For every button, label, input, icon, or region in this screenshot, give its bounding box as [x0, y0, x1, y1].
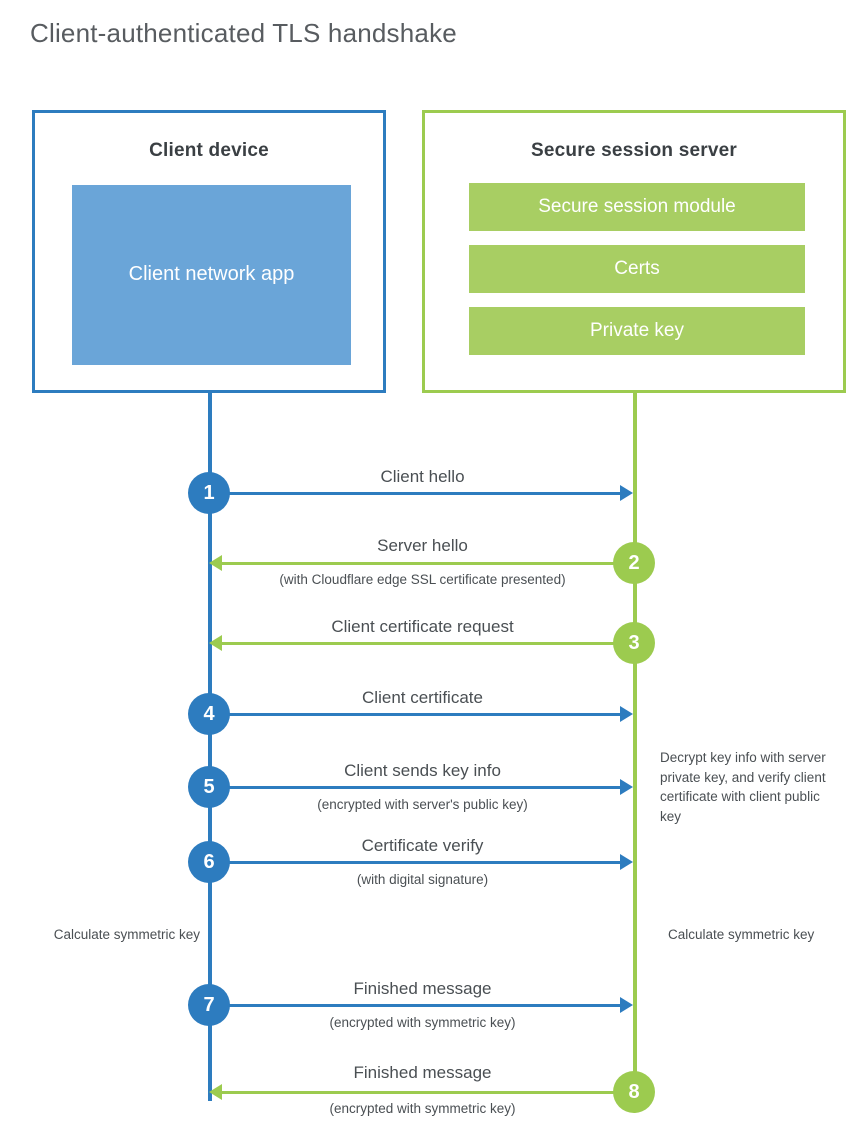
step-6-arrow-head	[620, 854, 633, 870]
step-5-arrow-line	[210, 786, 622, 789]
step-8-arrow-line	[222, 1091, 635, 1094]
step-3-arrow-head	[209, 635, 222, 651]
page-title: Client-authenticated TLS handshake	[30, 18, 457, 48]
step-5-arrow-head	[620, 779, 633, 795]
client-calculate-symmetric-key-note: Calculate symmetric key	[53, 927, 200, 942]
step-1-arrow-line	[210, 492, 622, 495]
step-7-arrow-line	[210, 1004, 622, 1007]
server-block-private-key: Private key	[469, 307, 805, 355]
client-network-app-block: Client network app	[72, 185, 351, 365]
step-2-label: Server hello	[377, 536, 468, 555]
step-7-label: Finished message	[353, 979, 492, 998]
step-7-circle[interactable]: 7	[188, 984, 230, 1026]
step-4-arrow-head	[620, 706, 633, 722]
step-5-circle[interactable]: 5	[188, 766, 230, 808]
step-7-sub: (encrypted with symmetric key)	[329, 1015, 516, 1030]
server-block-certs: Certs	[469, 245, 805, 293]
step-1-circle[interactable]: 1	[188, 472, 230, 514]
step-4-label: Client certificate	[362, 688, 483, 707]
step-7-arrow-head	[620, 997, 633, 1013]
client-lifeline	[208, 391, 212, 1101]
step-6-circle[interactable]: 6	[188, 841, 230, 883]
step-5-label: Client sends key info	[344, 761, 501, 780]
step-3-label: Client certificate request	[331, 617, 514, 636]
step-3-arrow-line	[222, 642, 635, 645]
step-5-sub: (encrypted with server's public key)	[317, 797, 528, 812]
step-4-arrow-line	[210, 713, 622, 716]
step-8-arrow-head	[209, 1084, 222, 1100]
step-2-sub: (with Cloudflare edge SSL certificate pr…	[279, 572, 566, 587]
server-decrypt-note: Decrypt key info with server private key…	[660, 750, 826, 824]
step-2-arrow-head	[209, 555, 222, 571]
client-device-box: Client device Client network app	[32, 110, 386, 393]
server-block-secure-session-module: Secure session module	[469, 183, 805, 231]
step-3-circle[interactable]: 3	[613, 622, 655, 664]
server-calculate-symmetric-key-note: Calculate symmetric key	[668, 927, 815, 942]
step-2-arrow-line	[222, 562, 635, 565]
step-8-label: Finished message	[353, 1063, 492, 1082]
step-6-arrow-line	[210, 861, 622, 864]
step-6-label: Certificate verify	[361, 836, 484, 855]
step-2-circle[interactable]: 2	[613, 542, 655, 584]
step-1-label: Client hello	[380, 467, 465, 486]
secure-session-server-title: Secure session server	[531, 140, 737, 161]
secure-session-server-box: Secure session server Secure session mod…	[422, 110, 846, 393]
step-8-circle[interactable]: 8	[613, 1071, 655, 1113]
client-device-title: Client device	[149, 140, 269, 161]
server-lifeline	[633, 391, 637, 1096]
step-8-sub: (encrypted with symmetric key)	[329, 1101, 516, 1116]
step-1-arrow-head	[620, 485, 633, 501]
step-4-circle[interactable]: 4	[188, 693, 230, 735]
step-6-sub: (with digital signature)	[356, 872, 489, 887]
